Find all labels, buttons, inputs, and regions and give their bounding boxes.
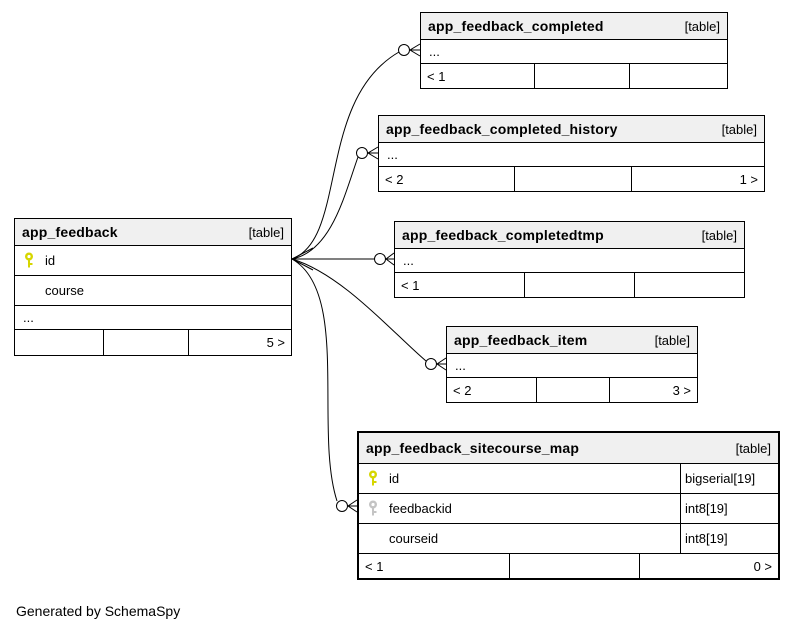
outgoing-count-cell: 5 > (188, 330, 291, 355)
table-app_feedback_completedtmp[interactable]: app_feedback_completedtmp [table]... < 1 (394, 221, 745, 298)
column-label: feedbackid (389, 501, 452, 516)
foreign-key-icon (359, 500, 387, 517)
hidden-columns-row: ... (395, 248, 744, 272)
hidden-columns-row: ... (447, 353, 697, 377)
generator-note: Generated by SchemaSpy (16, 603, 181, 619)
table-header: app_feedback_completed_history [table] (379, 116, 764, 142)
table-app_feedback_completed[interactable]: app_feedback_completed [table]... < 1 (420, 12, 728, 89)
incoming-count-cell: < 1 (365, 558, 384, 574)
table-title[interactable]: app_feedback_completedtmp (402, 227, 604, 243)
table-app_feedback_completed_history[interactable]: app_feedback_completed_history [table]...… (378, 115, 765, 192)
incoming-count-cell: < 1 (401, 277, 420, 293)
table-header: app_feedback_item [table] (447, 327, 697, 353)
table-title[interactable]: app_feedback (22, 224, 118, 240)
relationship-edge-app_feedback_item (291, 258, 427, 362)
table-app_feedback[interactable]: app_feedback [table] id course... 5 > (14, 218, 292, 356)
incoming-count-cell (15, 330, 103, 355)
relationship-count-row: < 2 3 > (447, 377, 697, 402)
column-label: ... (429, 44, 440, 59)
column-label: ... (403, 253, 414, 268)
outgoing-count-cell: 3 > (609, 378, 697, 402)
table-type-tag: [table] (701, 227, 737, 243)
column-label: id (45, 253, 56, 268)
table-header: app_feedback_completed [table] (421, 13, 727, 39)
relationship-count-row: < 1 (395, 272, 744, 297)
hidden-columns-row: ... (379, 142, 764, 166)
column-type: int8[19] (680, 494, 778, 523)
relationship-edge-app_feedback_completed_history (291, 156, 359, 260)
child-crowfeet (347, 43, 447, 513)
column-label: id (389, 471, 400, 486)
incoming-count-cell: < 2 (453, 382, 472, 398)
column-row: id bigserial[19] (359, 463, 778, 493)
column-row: course (15, 275, 291, 305)
table-type-tag: [table] (654, 332, 690, 348)
table-header: app_feedback_completedtmp [table] (395, 222, 744, 248)
table-header: app_feedback_sitecourse_map [table] (359, 433, 778, 463)
relationship-edge-app_feedback_sitecourse_map (291, 258, 338, 502)
table-app_feedback_sitecourse_map[interactable]: app_feedback_sitecourse_map [table] id bigs… (357, 431, 780, 580)
outgoing-count-cell (629, 64, 727, 88)
relationship-edge-app_feedback_completed (291, 51, 400, 260)
column-label: courseid (389, 531, 439, 546)
column-row: courseid int8[19] (359, 523, 778, 553)
incoming-count-cell: < 1 (427, 68, 446, 84)
relationship-count-row: < 2 1 > (379, 166, 764, 191)
footer-cell (509, 554, 639, 578)
parent-crowfoot (290, 247, 314, 271)
incoming-count-cell: < 2 (385, 171, 404, 187)
column-row: feedbackid int8[19] (359, 493, 778, 523)
table-title[interactable]: app_feedback_sitecourse_map (366, 440, 580, 456)
footer-cell (534, 64, 629, 88)
column-type: int8[19] (680, 524, 778, 553)
table-title[interactable]: app_feedback_completed_history (386, 121, 618, 137)
primary-key-icon (15, 252, 43, 269)
outgoing-count-cell: 0 > (639, 554, 778, 578)
column-label: ... (387, 147, 398, 162)
outgoing-count-cell: 1 > (631, 167, 764, 191)
relationship-count-row: 5 > (15, 329, 291, 355)
hidden-columns-row: ... (421, 39, 727, 63)
hidden-columns-row: ... (15, 305, 291, 329)
column-label: ... (455, 358, 466, 373)
table-header: app_feedback [table] (15, 219, 291, 245)
primary-key-icon (359, 470, 387, 487)
column-type: bigserial[19] (680, 464, 778, 493)
footer-cell (524, 273, 634, 297)
table-type-tag: [table] (735, 440, 771, 456)
table-type-tag: [table] (721, 121, 757, 137)
table-title[interactable]: app_feedback_item (454, 332, 588, 348)
column-label: ... (23, 310, 34, 325)
table-type-tag: [table] (684, 18, 720, 34)
relationship-count-row: < 1 0 > (359, 553, 778, 578)
footer-cell (103, 330, 188, 355)
column-row: id (15, 245, 291, 275)
table-title[interactable]: app_feedback_completed (428, 18, 604, 34)
relationship-count-row: < 1 (421, 63, 727, 88)
footer-cell (514, 167, 631, 191)
table-type-tag: [table] (248, 224, 284, 240)
outgoing-count-cell (634, 273, 744, 297)
column-label: course (45, 283, 85, 298)
footer-cell (536, 378, 609, 402)
table-app_feedback_item[interactable]: app_feedback_item [table]... < 2 3 > (446, 326, 698, 403)
